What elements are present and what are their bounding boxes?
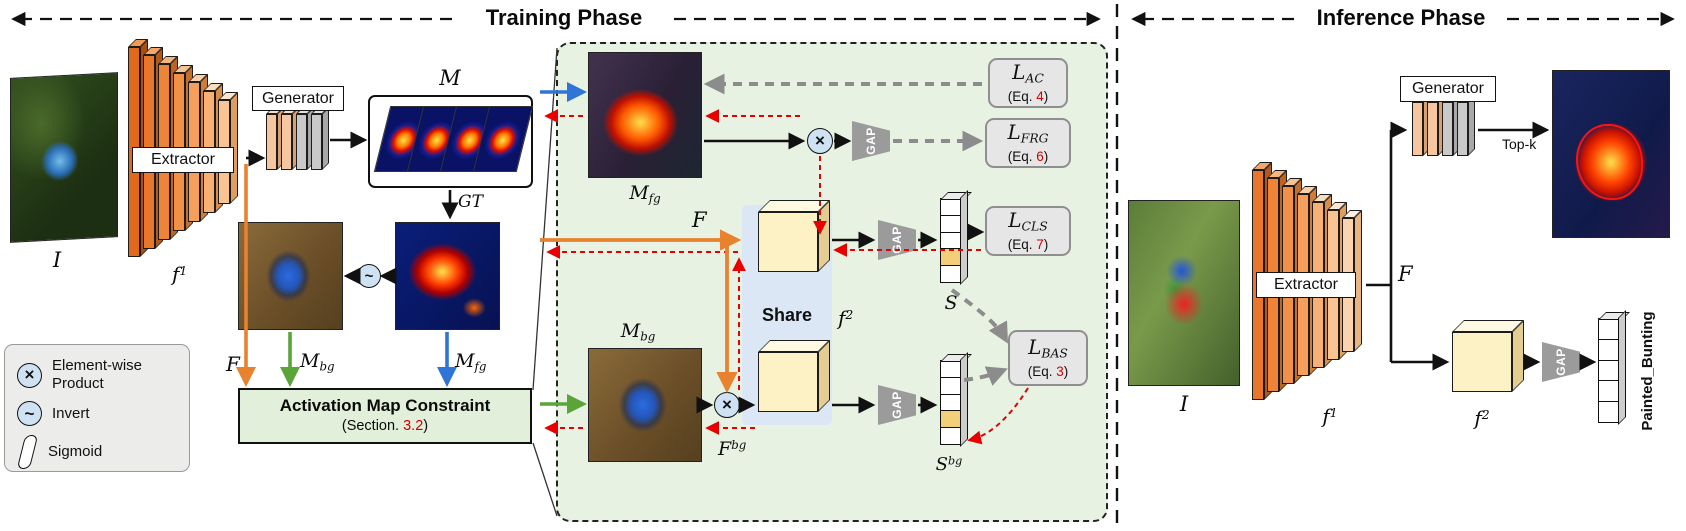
activation-maps-label: M xyxy=(439,66,461,90)
score-vector-label: S xyxy=(944,292,958,314)
predicted-class-label: Painted_Bunting xyxy=(1639,311,1656,431)
inference-input-label: I xyxy=(1179,392,1189,416)
score-vector xyxy=(940,198,962,284)
loss-frg-box: LFRG (Eq. 6) xyxy=(985,118,1071,168)
invert-icon: ~ xyxy=(357,264,381,288)
loss-frg-symbol: LFRG xyxy=(1007,120,1049,147)
generator-block xyxy=(1442,95,1460,156)
generator-label: Generator xyxy=(1400,76,1496,102)
elementwise-product-icon: × xyxy=(807,128,833,154)
loss-bas-box: LBAS (Eq. 3) xyxy=(1008,330,1088,386)
generator-block xyxy=(1427,95,1445,156)
training-input-image xyxy=(10,72,118,243)
generator-label: Generator xyxy=(252,86,344,111)
loss-ac-eq: (Eq. 4) xyxy=(1007,88,1049,104)
localization-contour xyxy=(1576,124,1644,201)
score-vector-bg-label: Sbg xyxy=(935,454,963,475)
constraint-title: Activation Map Constraint xyxy=(279,396,491,415)
classifier-cube-bottom xyxy=(758,340,830,412)
foreground-map-image xyxy=(395,222,500,330)
sigmoid-icon xyxy=(16,435,39,469)
legend-sigmoid-label: Sigmoid xyxy=(48,443,103,460)
feature-label: F xyxy=(226,352,240,376)
generator-block xyxy=(296,107,314,170)
legend-invert-row: ~ Invert xyxy=(17,401,90,426)
inference-output-image xyxy=(1552,70,1670,238)
loss-frg-eq: (Eq. 6) xyxy=(1007,148,1049,164)
zoom-indicator-line xyxy=(532,47,558,391)
loss-cls-box: LCLS (Eq. 7) xyxy=(985,206,1071,256)
fbg-label: Fbg xyxy=(718,438,747,460)
background-map-image xyxy=(238,222,343,330)
extractor-label: Extractor xyxy=(132,147,234,173)
inference-phase-title: Inference Phase xyxy=(1316,5,1486,30)
loss-ac-symbol: LAC xyxy=(1012,60,1044,87)
generator-block xyxy=(1457,95,1475,156)
loss-cls-eq: (Eq. 7) xyxy=(1007,236,1049,252)
loss-bas-symbol: LBAS xyxy=(1028,335,1068,362)
f1-label: f1 xyxy=(172,262,188,286)
training-phase-title: Training Phase xyxy=(485,5,643,30)
inference-f2-label: f2 xyxy=(1474,406,1490,430)
loss-ac-box: LAC (Eq. 4) xyxy=(988,58,1068,108)
zoom-indicator-line xyxy=(532,442,558,517)
mbg-arrow-label: Mbg xyxy=(300,350,335,374)
legend-invert-label: Invert xyxy=(52,404,90,422)
generator-block xyxy=(266,107,284,170)
loss-bas-eq: (Eq. 3) xyxy=(1027,363,1069,379)
score-vector-bg xyxy=(940,360,962,446)
inference-f1-label: f1 xyxy=(1322,404,1338,428)
gap-pooling-inference: GAP xyxy=(1542,342,1580,382)
training-input-label: I xyxy=(52,248,62,272)
generator-block xyxy=(1412,95,1430,156)
mbg-detail-label: Mbg xyxy=(620,320,656,344)
elementwise-product-icon: × xyxy=(17,362,42,388)
constraint-section: (Section. 3.2) xyxy=(341,418,429,434)
topk-label: Top-k xyxy=(1502,136,1537,152)
mfg-detail-image xyxy=(588,52,702,178)
classifier-cube-top xyxy=(758,200,830,272)
mfg-detail-label: Mfg xyxy=(629,182,661,206)
inference-score-vector xyxy=(1598,318,1620,424)
mfg-arrow-label: Mfg xyxy=(455,350,487,374)
share-label: Share xyxy=(761,304,813,325)
feature-detail-label: F xyxy=(692,208,707,232)
generator-block xyxy=(281,107,299,170)
extractor-label: Extractor xyxy=(1256,272,1356,298)
elementwise-product-icon: × xyxy=(714,392,740,418)
inference-classifier-cube xyxy=(1452,320,1524,392)
invert-icon: ~ xyxy=(17,401,42,426)
loss-cls-symbol: LCLS xyxy=(1008,208,1048,235)
inference-input-image xyxy=(1128,200,1240,386)
generator-block xyxy=(311,107,329,170)
gt-label: GT xyxy=(458,192,483,212)
mbg-detail-image xyxy=(588,348,702,462)
inference-feature-label: F xyxy=(1398,262,1413,286)
activation-map-constraint-box: Activation Map Constraint (Section. 3.2) xyxy=(238,388,532,444)
legend-sigmoid-row: Sigmoid xyxy=(16,435,103,469)
f2-detail-label: f2 xyxy=(838,306,854,330)
